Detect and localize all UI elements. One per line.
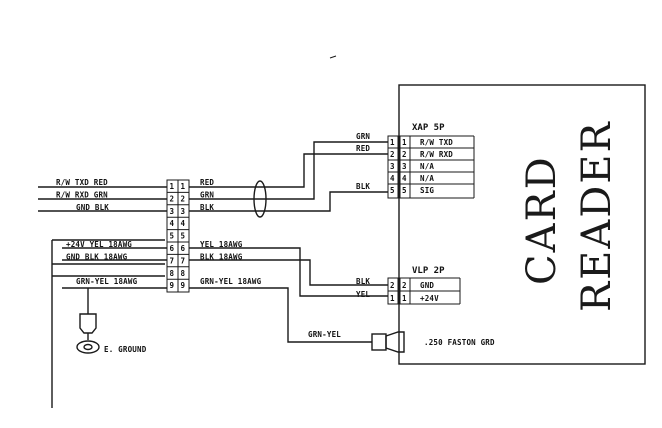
xap-pin-number: 2: [402, 150, 407, 159]
left-wires: [38, 186, 167, 408]
center-right-wire-label: BLK: [200, 203, 214, 212]
center-left-wire-label: GND BLK 18AWG: [66, 252, 128, 261]
center-right-wire-label: BLK 18AWG: [200, 252, 243, 261]
center-pin-number: 4: [181, 219, 186, 228]
faston-terminal-icon: [371, 331, 405, 353]
center-pin-number: 8: [181, 269, 186, 278]
vlp-pin-number: 2: [402, 281, 407, 290]
center-right-wire-label: RED: [200, 178, 214, 187]
faston-wire-label: GRN-YEL: [308, 330, 341, 339]
center-pin-number: 2: [181, 194, 186, 203]
xap-connector: [387, 135, 475, 199]
card-reader-label-line2: READER: [574, 120, 620, 312]
faston-wire: [189, 287, 372, 343]
center-left-wire-label: +24V YEL 18AWG: [66, 240, 132, 249]
xap-pin-signal: R/W RXD: [420, 150, 453, 159]
center-pin-number: 3: [170, 207, 175, 216]
center-right-wire-label: YEL 18AWG: [200, 240, 243, 249]
center-pin-number: 9: [181, 281, 186, 290]
center-pin-number: 4: [170, 219, 175, 228]
center-right-wire-label: GRN: [200, 190, 214, 199]
vlp-pin-number: 1: [402, 294, 407, 303]
xap-wire-color-label: RED: [356, 144, 370, 153]
center-connector: [166, 179, 190, 293]
center-left-wire-label: R/W RXD GRN: [56, 190, 108, 199]
xap-wire-color-label: GRN: [356, 132, 370, 141]
vlp-wire-color-label: YEL: [356, 290, 370, 299]
xap-pin-number: 4: [390, 174, 395, 183]
center-left-wire-label: R/W TXD RED: [56, 178, 108, 187]
center-pin-number: 6: [181, 244, 186, 253]
xap-pin-signal: R/W TXD: [420, 138, 453, 147]
card-reader-box: [398, 84, 646, 365]
center-pin-number: 5: [170, 232, 175, 241]
center-pin-number: 7: [170, 256, 175, 265]
ground-label: E. GROUND: [104, 345, 147, 354]
xap-pin-signal: N/A: [420, 162, 434, 171]
vlp-wire-color-label: BLK: [356, 277, 370, 286]
xap-connector-title: XAP 5P: [412, 123, 445, 133]
center-left-wire-label: GRN-YEL 18AWG: [76, 277, 138, 286]
xap-pin-number: 5: [390, 186, 395, 195]
center-pin-number: 7: [181, 256, 186, 265]
center-right-wire-label: GRN-YEL 18AWG: [200, 277, 262, 286]
center-pin-number: 8: [170, 269, 175, 278]
center-pin-number: 1: [170, 182, 175, 191]
vlp-wires: [189, 247, 388, 297]
vlp-connector-title: VLP 2P: [412, 266, 445, 276]
xap-pin-number: 1: [402, 138, 407, 147]
faston-label: .250 FASTON GRD: [424, 338, 495, 347]
xap-pin-number: 4: [402, 174, 407, 183]
xap-pin-signal: N/A: [420, 174, 434, 183]
center-pin-number: 2: [170, 194, 175, 203]
center-pin-number: 9: [170, 281, 175, 290]
xap-pin-number: 3: [390, 162, 395, 171]
vlp-pin-number: 1: [390, 294, 395, 303]
vlp-pin-number: 2: [390, 281, 395, 290]
xap-pin-signal: SIG: [420, 186, 434, 195]
ground-terminal-icon: [76, 313, 100, 354]
xap-pin-number: 3: [402, 162, 407, 171]
xap-pin-number: 5: [402, 186, 407, 195]
center-pin-number: 6: [170, 244, 175, 253]
center-pin-number: 5: [181, 232, 186, 241]
vlp-connector: [387, 277, 461, 305]
center-left-wire-label: GND BLK: [76, 203, 109, 212]
xap-pin-number: 2: [390, 150, 395, 159]
xap-pin-number: 1: [390, 138, 395, 147]
vlp-pin-signal: GND: [420, 281, 434, 290]
center-pin-number: 1: [181, 182, 186, 191]
vlp-pin-signal: +24V: [420, 294, 439, 303]
xap-wires: [189, 141, 388, 218]
card-reader-label-line1: CARD: [519, 155, 565, 285]
xap-wire-color-label: BLK: [356, 182, 370, 191]
center-pin-number: 3: [181, 207, 186, 216]
stray-mark: [329, 55, 337, 59]
